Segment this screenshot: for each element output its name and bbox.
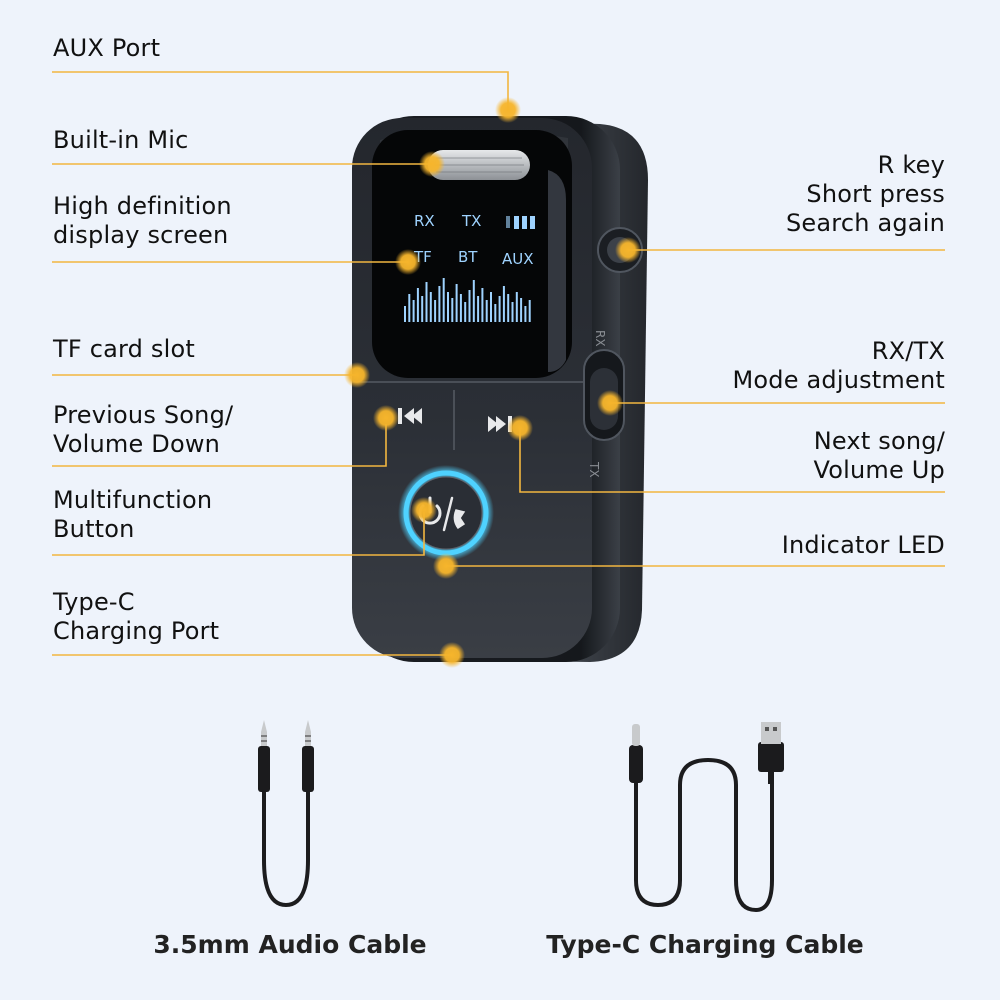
spectrum-bar bbox=[429, 292, 432, 322]
leader-next-song bbox=[519, 428, 945, 493]
spectrum-bar bbox=[472, 280, 475, 322]
previous-button[interactable] bbox=[366, 392, 450, 446]
leader-aux-port bbox=[52, 71, 509, 110]
spectrum-bar bbox=[447, 292, 449, 322]
spectrum-bar bbox=[442, 278, 445, 322]
audio-cable-image bbox=[258, 720, 314, 908]
spectrum-bar bbox=[455, 284, 458, 322]
dot-built-in-mic bbox=[419, 151, 445, 177]
spectrum-bar bbox=[416, 288, 419, 322]
spectrum-bar bbox=[434, 300, 437, 322]
dot-display-screen bbox=[395, 249, 421, 275]
bluetooth-transmitter-device: RX TX TF BT AUX bbox=[352, 116, 648, 662]
dot-previous-song bbox=[373, 405, 399, 431]
spectrum-bar bbox=[515, 292, 518, 322]
dot-aux-port bbox=[495, 97, 521, 123]
aux-plug-left bbox=[258, 720, 270, 792]
spectrum-bar bbox=[412, 300, 415, 322]
usb-a-plug bbox=[758, 722, 784, 784]
screen-content: RX TX TF BT AUX bbox=[413, 212, 534, 268]
multifunction-button[interactable] bbox=[398, 465, 494, 561]
spectrum-bar bbox=[425, 282, 428, 322]
callout-multifunction: Multifunction Button bbox=[53, 486, 213, 543]
type-c-plug bbox=[629, 724, 643, 801]
callout-r-key: R key Short press Search again bbox=[785, 151, 945, 237]
spectrum-bar bbox=[468, 290, 471, 322]
side-tx-label: TX bbox=[587, 461, 601, 478]
spectrum-bar bbox=[404, 306, 406, 322]
callout-dots bbox=[344, 97, 641, 668]
callout-rx-tx-mode: RX/TX Mode adjustment bbox=[732, 337, 945, 394]
screen-rx-label: RX bbox=[414, 212, 435, 230]
spectrum-bar bbox=[498, 296, 501, 322]
callout-next-song: Next song/ Volume Up bbox=[813, 427, 945, 484]
dot-rx-tx bbox=[597, 390, 623, 416]
spectrum-bar bbox=[477, 296, 480, 322]
spectrum-bar bbox=[421, 296, 424, 322]
callout-previous-song: Previous Song/ Volume Down bbox=[53, 401, 234, 458]
spectrum-bar bbox=[507, 294, 510, 322]
spectrum-bar bbox=[451, 298, 454, 322]
dot-indicator-led bbox=[433, 553, 459, 579]
next-button[interactable] bbox=[460, 392, 546, 446]
dot-r-key bbox=[615, 237, 641, 263]
callout-tf-slot: TF card slot bbox=[53, 335, 195, 363]
spectrum-bar bbox=[464, 302, 467, 322]
spectrum-visualizer bbox=[404, 278, 531, 322]
callout-aux-port: AUX Port bbox=[53, 34, 161, 62]
callout-type-c-port: Type-C Charging Port bbox=[53, 588, 220, 645]
callout-indicator-led: Indicator LED bbox=[781, 531, 945, 559]
dot-multifunction bbox=[411, 497, 437, 523]
dot-next-song bbox=[507, 415, 533, 441]
dot-type-c bbox=[439, 642, 465, 668]
side-rx-label: RX bbox=[593, 330, 607, 347]
spectrum-bar bbox=[485, 300, 488, 322]
screen-bt-label: BT bbox=[458, 248, 478, 266]
spectrum-bar bbox=[481, 288, 484, 322]
leader-multifunction bbox=[52, 512, 425, 556]
spectrum-bar bbox=[528, 300, 531, 322]
spectrum-bar bbox=[459, 294, 462, 322]
screen-aux-label: AUX bbox=[502, 250, 534, 268]
caption-charging-cable: Type-C Charging Cable bbox=[546, 930, 864, 959]
previous-track-icon bbox=[398, 408, 422, 424]
spectrum-bar bbox=[524, 306, 527, 322]
dot-tf-slot bbox=[344, 362, 370, 388]
spectrum-bar bbox=[511, 302, 514, 322]
callout-built-in-mic: Built-in Mic bbox=[53, 126, 189, 154]
type-c-cable-image bbox=[629, 722, 784, 913]
spectrum-bar bbox=[408, 294, 411, 322]
spectrum-bar bbox=[502, 286, 505, 322]
leader-previous-song bbox=[52, 424, 387, 467]
battery-indicator-icon bbox=[506, 216, 535, 229]
spectrum-bar bbox=[438, 286, 441, 322]
callout-display-screen: High definition display screen bbox=[53, 192, 232, 249]
aux-plug-right bbox=[302, 720, 314, 792]
caption-audio-cable: 3.5mm Audio Cable bbox=[153, 930, 427, 959]
spectrum-bar bbox=[490, 292, 492, 322]
spectrum-bar bbox=[494, 304, 497, 322]
screen-tx-label: TX bbox=[461, 212, 481, 230]
spectrum-bar bbox=[520, 298, 523, 322]
